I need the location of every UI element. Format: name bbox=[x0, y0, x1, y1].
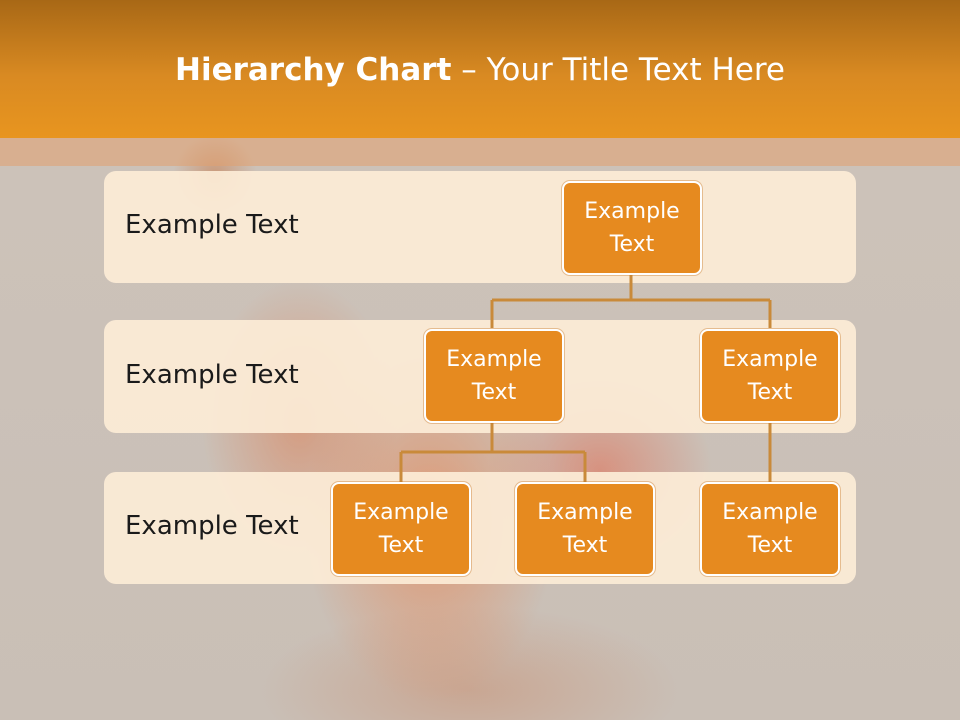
connector-root bbox=[490, 275, 772, 328]
node-level3-c[interactable]: Example Text bbox=[700, 482, 840, 576]
title-bold-part: Hierarchy Chart bbox=[175, 52, 452, 88]
node-level2-left[interactable]: Example Text bbox=[424, 329, 564, 423]
connector-left bbox=[399, 423, 587, 482]
slide-title[interactable]: Hierarchy Chart – Your Title Text Here bbox=[0, 52, 960, 88]
row-label-3[interactable]: Example Text bbox=[125, 511, 299, 541]
title-bar bbox=[0, 0, 960, 138]
row-label-1[interactable]: Example Text bbox=[125, 210, 299, 240]
title-bar-band bbox=[0, 138, 960, 166]
node-level3-a[interactable]: Example Text bbox=[331, 482, 471, 576]
node-root[interactable]: Example Text bbox=[562, 181, 702, 275]
title-rest-part: – Your Title Text Here bbox=[451, 52, 785, 88]
level-row-1 bbox=[104, 171, 856, 283]
row-label-2[interactable]: Example Text bbox=[125, 360, 299, 390]
node-level2-right[interactable]: Example Text bbox=[700, 329, 840, 423]
node-level3-b[interactable]: Example Text bbox=[515, 482, 655, 576]
